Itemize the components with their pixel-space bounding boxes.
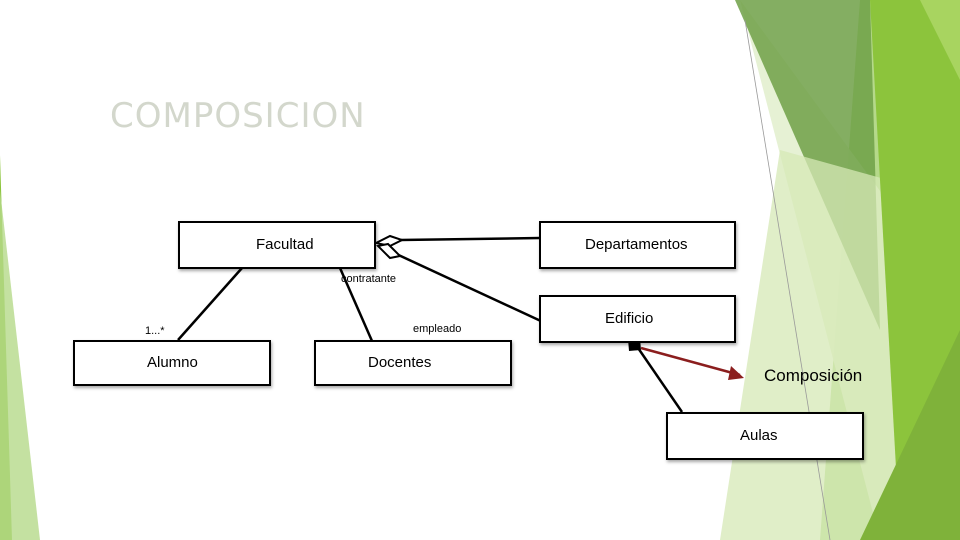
green-shape-left-pale bbox=[0, 190, 40, 540]
green-shape-right-accent bbox=[920, 0, 960, 80]
label-multiplicity-alumno: 1...* bbox=[145, 325, 165, 337]
composition-annotation: Composición bbox=[764, 366, 863, 385]
label-contratante: contratante bbox=[341, 273, 397, 285]
class-facultad-label: Facultad bbox=[256, 236, 314, 253]
class-edificio[interactable]: Edificio bbox=[539, 295, 736, 343]
connector-edificio-aulas bbox=[634, 344, 684, 413]
aggregation-diamond-edificio bbox=[375, 242, 403, 260]
connector-facultad-docentes bbox=[338, 267, 374, 342]
class-edificio-label: Edificio bbox=[605, 310, 654, 327]
connector-facultad-departamentos bbox=[399, 236, 541, 242]
connector-facultad-edificio bbox=[391, 250, 544, 324]
connector-facultad-alumno bbox=[177, 267, 243, 341]
class-alumno-label: Alumno bbox=[147, 354, 198, 371]
class-alumno[interactable]: Alumno bbox=[73, 340, 271, 386]
class-departamentos-label: Departamentos bbox=[585, 236, 688, 253]
composition-arrow bbox=[640, 346, 741, 377]
class-departamentos[interactable]: Departamentos bbox=[539, 221, 736, 269]
label-empleado: empleado bbox=[413, 323, 462, 335]
green-shape-right-bottom bbox=[860, 330, 960, 540]
class-docentes[interactable]: Docentes bbox=[314, 340, 512, 386]
composition-arrowhead bbox=[728, 366, 744, 380]
class-docentes-label: Docentes bbox=[368, 354, 432, 371]
class-aulas-label: Aulas bbox=[740, 427, 778, 444]
slide-title: COMPOSICION bbox=[110, 96, 366, 136]
class-aulas[interactable]: Aulas bbox=[666, 412, 864, 460]
class-facultad[interactable]: Facultad bbox=[178, 221, 376, 269]
